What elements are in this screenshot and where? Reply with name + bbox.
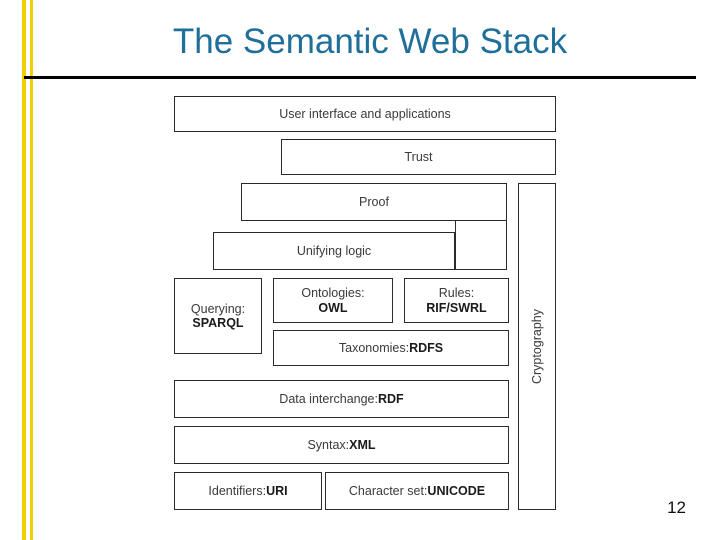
box-taxonomies-rdfs: Taxonomies: RDFS (273, 330, 509, 366)
accent-bar-inner (30, 0, 33, 540)
box-data-interchange-rdf-label: Data interchange: (279, 391, 378, 406)
page-number: 12 (667, 498, 686, 517)
box-rules-rif-swrl-label: Rules: (438, 286, 475, 301)
box-cryptography: Cryptography (518, 183, 556, 510)
box-unifying-logic: Unifying logic (213, 232, 455, 270)
box-character-set-unicode: Character set: UNICODE (325, 472, 509, 510)
box-taxonomies-rdfs-value: RDFS (409, 340, 444, 355)
accent-bar-outer (22, 0, 26, 540)
box-syntax-xml: Syntax: XML (174, 426, 509, 464)
box-rules-rif-swrl-value: RIF/SWRL (426, 300, 487, 315)
box-character-set-unicode-label: Character set: (348, 483, 428, 498)
box-data-interchange-rdf-value: RDF (377, 391, 404, 406)
box-syntax-xml-label: Syntax: (307, 437, 350, 452)
box-rules-rif-swrl: Rules: RIF/SWRL (404, 278, 509, 323)
semantic-web-stack-diagram: User interface and applications Trust Pr… (168, 92, 568, 516)
box-identifiers-uri-value: URI (266, 483, 288, 498)
page-title: The Semantic Web Stack (172, 22, 568, 61)
box-taxonomies-rdfs-label: Taxonomies: (338, 340, 410, 355)
box-ontologies-owl-label: Ontologies: (301, 286, 365, 301)
box-character-set-unicode-value: UNICODE (427, 483, 486, 498)
box-unifying-logic-label: Unifying logic (296, 243, 372, 258)
box-querying-sparql: Querying: SPARQL (174, 278, 262, 354)
box-user-interface: User interface and applications (174, 96, 556, 132)
box-proof: Proof (241, 183, 507, 221)
box-user-interface-label: User interface and applications (279, 106, 451, 121)
box-trust: Trust (281, 139, 556, 175)
box-trust-label: Trust (404, 149, 433, 164)
box-identifiers-uri-label: Identifiers: (208, 483, 267, 498)
box-querying-sparql-value: SPARQL (192, 316, 244, 330)
box-querying-sparql-label: Querying: (190, 301, 246, 316)
box-ontologies-owl-value: OWL (318, 300, 348, 315)
box-data-interchange-rdf: Data interchange: RDF (174, 380, 509, 418)
title-divider (24, 76, 696, 79)
box-proof-label: Proof (359, 194, 389, 209)
box-cryptography-label: Cryptography (529, 308, 544, 385)
box-proof-extension (455, 221, 507, 270)
box-ontologies-owl: Ontologies: OWL (273, 278, 393, 323)
box-identifiers-uri: Identifiers: URI (174, 472, 322, 510)
box-syntax-xml-value: XML (349, 437, 376, 452)
